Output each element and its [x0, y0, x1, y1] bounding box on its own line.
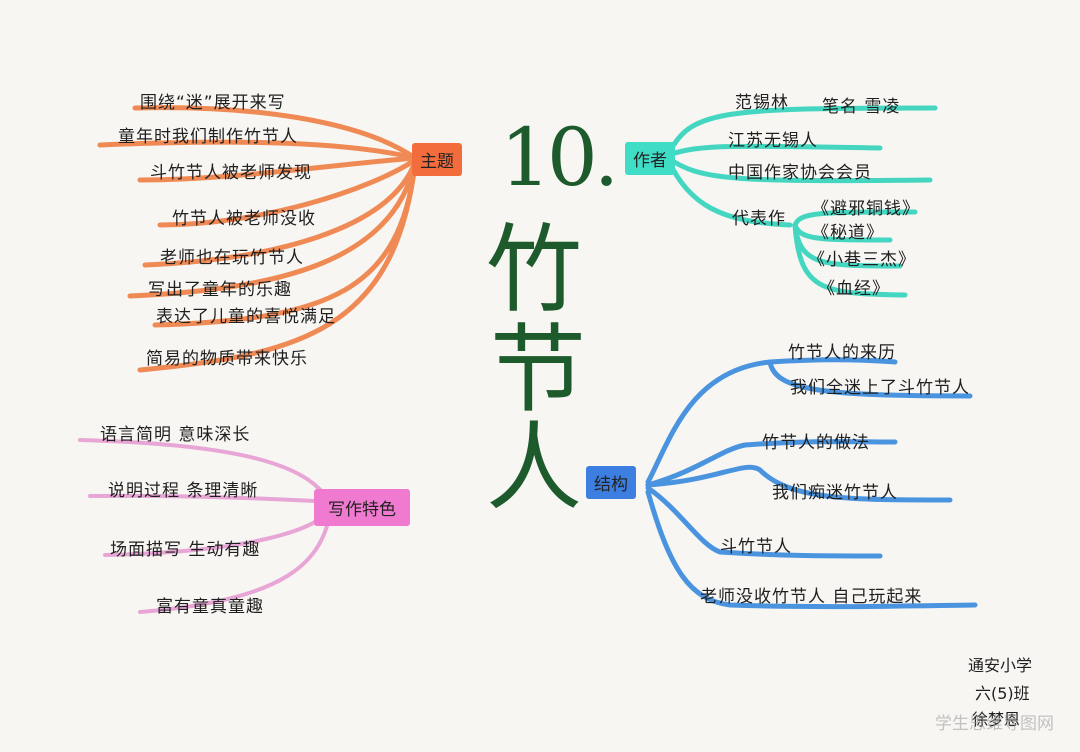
- author-name: 范锡林: [735, 93, 789, 113]
- structure-item: 老师没收竹节人 自己玩起来: [700, 587, 923, 607]
- watermark: 学生思维导图网: [935, 714, 1054, 734]
- author-branches: [665, 105, 938, 298]
- signature-class: 六(5)班: [975, 684, 1030, 703]
- author-node: 作者: [625, 142, 675, 175]
- theme-item: 童年时我们制作竹节人: [118, 127, 298, 147]
- writing-item: 富有童真童趣: [156, 597, 264, 617]
- theme-item: 斗竹节人被老师发现: [150, 163, 312, 183]
- theme-item: 围绕“迷”展开来写: [140, 93, 286, 113]
- theme-item: 写出了童年的乐趣: [148, 280, 292, 300]
- structure-group-sub: 我们痴迷竹节人: [772, 483, 898, 503]
- signature-name: 徐梦恩: [972, 710, 1021, 729]
- structure-group-sub: 我们全迷上了斗竹节人: [790, 378, 970, 398]
- author-work: 《血经》: [818, 279, 890, 299]
- author-work: 《小巷三杰》: [808, 250, 916, 270]
- writing-branches: [78, 438, 332, 614]
- structure-group-label: 竹节人的做法: [762, 433, 870, 453]
- author-pen-name: 笔名 雪凌: [822, 97, 901, 117]
- title-number: 10.: [500, 111, 619, 204]
- author-work: 《秘道》: [812, 223, 884, 243]
- title-char-3: 人: [486, 412, 582, 524]
- author-association: 中国作家协会会员: [728, 163, 872, 183]
- author-origin: 江苏无锡人: [728, 131, 818, 151]
- structure-group-label: 竹节人的来历: [788, 343, 896, 363]
- author-works-label: 代表作: [732, 209, 786, 229]
- theme-item: 老师也在玩竹节人: [160, 248, 304, 268]
- theme-branches: [97, 105, 418, 373]
- structure-branches: [645, 357, 978, 610]
- theme-item: 竹节人被老师没收: [172, 209, 316, 229]
- structure-item: 斗竹节人: [720, 537, 792, 557]
- structure-node: 结构: [586, 466, 636, 499]
- author-work: 《避邪铜钱》: [812, 199, 920, 219]
- writing-item: 说明过程 条理清晰: [108, 481, 259, 501]
- writing-item: 语言简明 意味深长: [100, 425, 251, 445]
- theme-node: 主题: [412, 143, 462, 176]
- theme-item: 表达了儿童的喜悦满足: [156, 307, 336, 327]
- title-char-2: 节: [490, 314, 586, 426]
- theme-item: 简易的物质带来快乐: [146, 349, 308, 369]
- writing-node: 写作特色: [314, 489, 410, 526]
- writing-item: 场面描写 生动有趣: [110, 540, 261, 560]
- title-char-1: 竹: [486, 214, 582, 326]
- signature-school: 通安小学: [968, 656, 1033, 675]
